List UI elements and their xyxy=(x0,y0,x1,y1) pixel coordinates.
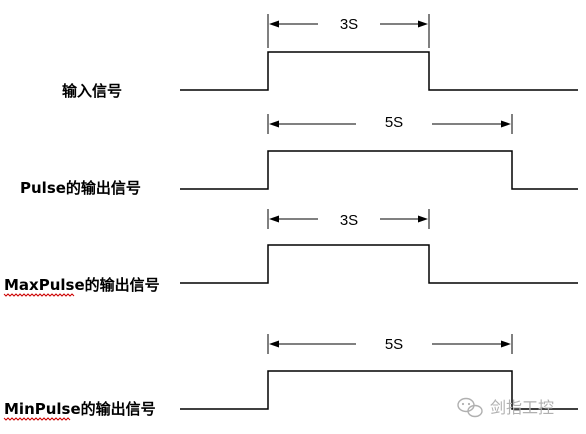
duration-dimension: 5S xyxy=(267,334,513,354)
duration-label: 5S xyxy=(385,336,403,353)
signal-waveform xyxy=(180,370,578,410)
duration-dimension: 5S xyxy=(267,114,513,134)
signal-label: Pulse的输出信号 xyxy=(20,179,141,197)
signal-label: MinPulse的输出信号 xyxy=(4,400,156,418)
signal-label: MaxPulse的输出信号 xyxy=(4,276,160,294)
signal-waveform xyxy=(180,244,578,284)
arrow-left-icon xyxy=(269,340,279,348)
arrow-right-icon xyxy=(418,20,428,28)
signal-row-minpulse: 5S MinPulse的输出信号 xyxy=(3,334,578,421)
duration-label: 3S xyxy=(340,212,358,229)
arrow-right-icon xyxy=(418,215,428,223)
duration-dimension: 3S xyxy=(267,209,430,229)
signal-row-input: 3S 输入信号 xyxy=(62,14,578,100)
signal-waveform xyxy=(180,150,578,190)
arrow-right-icon xyxy=(501,340,511,348)
signal-waveform xyxy=(180,51,578,91)
wechat-icon xyxy=(457,397,483,418)
spellcheck-underline xyxy=(3,293,75,297)
duration-label: 3S xyxy=(340,16,358,33)
signal-label: 输入信号 xyxy=(62,82,122,100)
duration-dimension: 3S xyxy=(267,14,430,48)
signal-row-pulse: 5S Pulse的输出信号 xyxy=(20,114,578,197)
arrow-left-icon xyxy=(269,20,279,28)
spellcheck-underline xyxy=(3,417,71,421)
arrow-left-icon xyxy=(269,215,279,223)
watermark-text: 剑指工控 xyxy=(490,398,554,417)
signal-row-maxpulse: 3S MaxPulse的输出信号 xyxy=(3,209,578,297)
duration-label: 5S xyxy=(385,114,403,131)
watermark: 剑指工控 xyxy=(457,397,554,418)
arrow-right-icon xyxy=(501,120,511,128)
arrow-left-icon xyxy=(269,120,279,128)
